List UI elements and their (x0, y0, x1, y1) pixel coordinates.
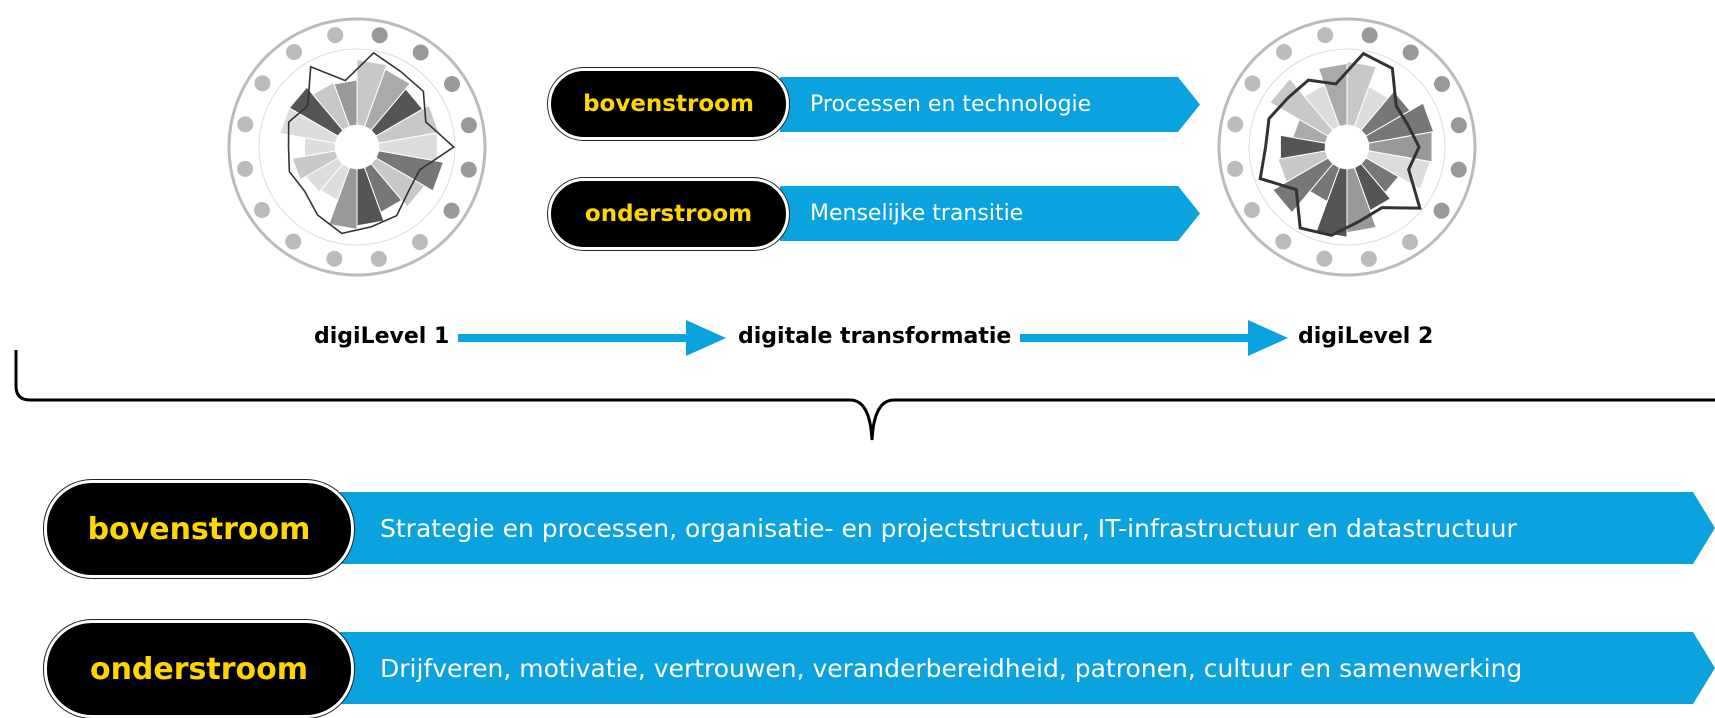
category-icon (253, 201, 270, 218)
category-icon (326, 250, 343, 267)
category-icon (1360, 250, 1377, 267)
curly-brace (14, 350, 1715, 441)
category-icon (412, 44, 429, 61)
category-icon (1450, 161, 1467, 178)
digilevel-2-label: digiLevel 2 (1298, 324, 1434, 349)
category-icon (1317, 27, 1334, 44)
top-onderstroom-banner-text: Menselijke transitie (810, 201, 1024, 226)
category-icon (1402, 44, 1419, 61)
category-icon (1227, 116, 1244, 133)
bottom-bovenstroom-pill: bovenstroom (44, 480, 354, 578)
category-icon (1433, 202, 1450, 219)
top-bovenstroom-banner-text: Processen en technologie (810, 92, 1092, 117)
category-icon (1227, 160, 1244, 177)
bottom-onderstroom-pill: onderstroom (44, 620, 354, 718)
category-icon (237, 160, 254, 177)
category-icon (285, 233, 302, 250)
category-icon (411, 234, 428, 251)
category-icon (444, 76, 461, 93)
category-icon (460, 161, 477, 178)
bottom-bovenstroom-pill-label: bovenstroom (87, 511, 311, 547)
category-icon (254, 75, 271, 92)
bottom-onderstroom-banner: Drijfveren, motivatie, vertrouwen, veran… (340, 632, 1715, 704)
digilevel-1-label: digiLevel 1 (314, 324, 450, 349)
category-icon (1450, 117, 1467, 134)
arrow-right-icon (1020, 320, 1288, 356)
digilevel-1-radar-wheel (227, 17, 487, 277)
arrow-right-icon (458, 320, 726, 356)
bottom-onderstroom-banner-text: Drijfveren, motivatie, vertrouwen, veran… (380, 653, 1523, 683)
top-onderstroom-pill-label: onderstroom (584, 201, 753, 227)
category-icon (1361, 27, 1378, 44)
bottom-bovenstroom-banner-text: Strategie en processen, organisatie- en … (380, 513, 1517, 543)
category-icon (286, 43, 303, 60)
top-bovenstroom-banner: Processen en technologie (780, 77, 1200, 132)
top-onderstroom-pill: onderstroom (548, 178, 789, 250)
category-icon (1243, 201, 1260, 218)
bottom-onderstroom-pill-label: onderstroom (89, 651, 309, 687)
top-bovenstroom-pill: bovenstroom (548, 68, 789, 140)
category-icon (1244, 75, 1261, 92)
category-icon (1275, 233, 1292, 250)
category-icon (327, 27, 344, 44)
category-icon (237, 116, 254, 133)
top-bovenstroom-pill-label: bovenstroom (583, 91, 754, 117)
digilevel-2-radar-wheel (1217, 17, 1477, 277)
category-icon (460, 117, 477, 134)
category-icon (1401, 234, 1418, 251)
top-onderstroom-banner: Menselijke transitie (780, 186, 1200, 241)
category-icon (443, 202, 460, 219)
category-icon (1276, 43, 1293, 60)
digitale-transformatie-label: digitale transformatie (738, 324, 1012, 349)
category-icon (371, 27, 388, 44)
category-icon (370, 250, 387, 267)
category-icon (1434, 76, 1451, 93)
category-icon (1316, 250, 1333, 267)
bottom-bovenstroom-banner: Strategie en processen, organisatie- en … (340, 492, 1715, 564)
